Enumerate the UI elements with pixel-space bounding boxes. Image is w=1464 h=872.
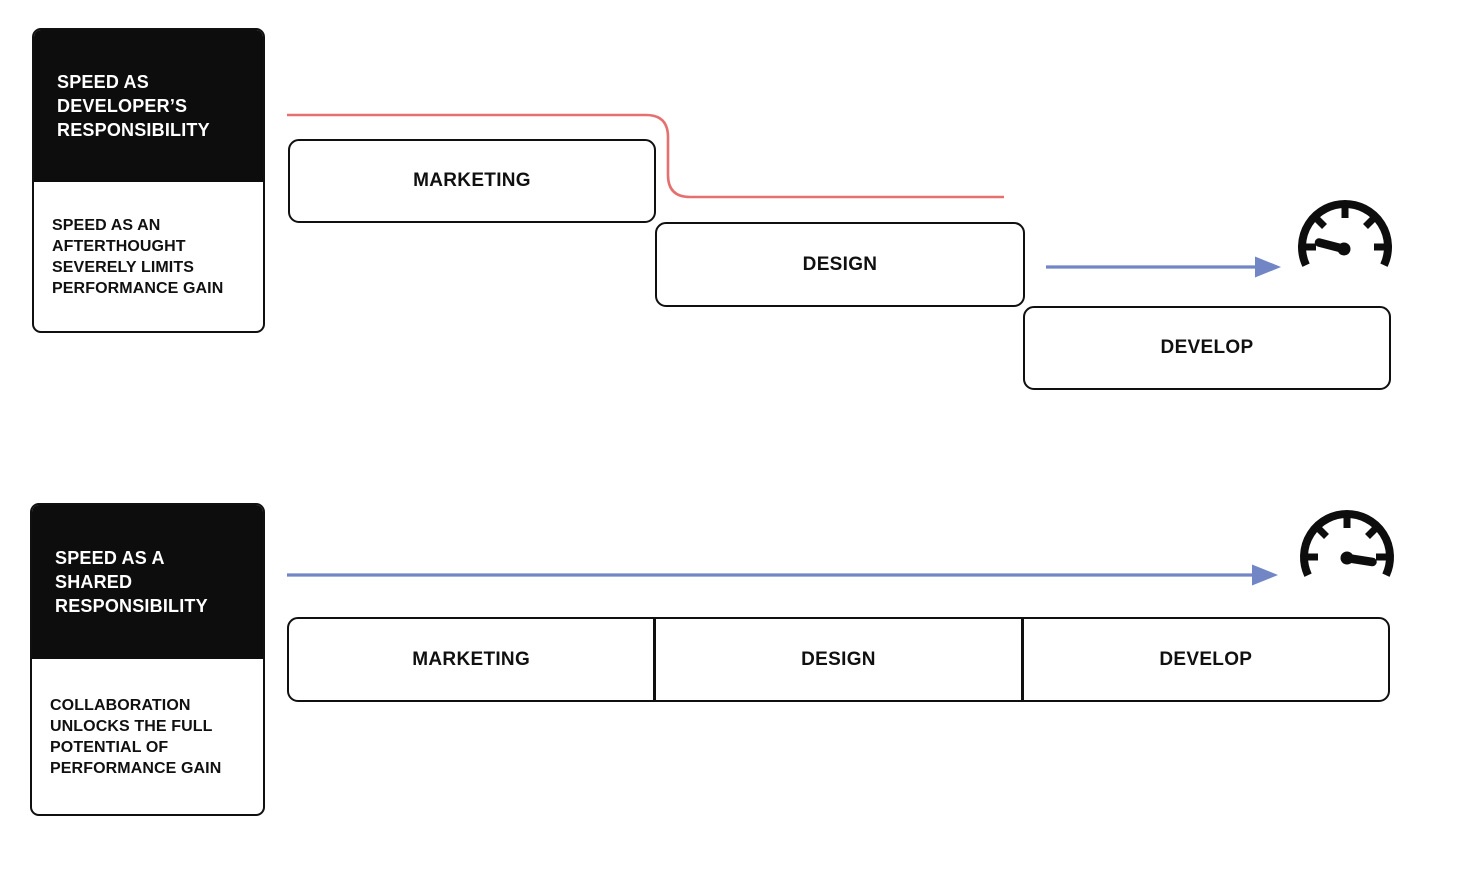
stage-box-develop-top: DEVELOP	[1023, 306, 1391, 390]
speedometer-low-icon	[1298, 200, 1392, 267]
stage-cell-marketing-bottom: MARKETING	[289, 619, 653, 700]
stage-cell-design-bottom: DESIGN	[653, 619, 1020, 700]
bottom-arrow-head-icon	[1252, 564, 1278, 586]
top-responsibility-card: SPEED AS DEVELOPER’S RESPONSIBILITY SPEE…	[32, 28, 265, 333]
bottom-card-subtitle: COLLABORATION UNLOCKS THE FULL POTENTIAL…	[50, 696, 222, 777]
top-card-subtitle: SPEED AS AN AFTERTHOUGHT SEVERELY LIMITS…	[52, 216, 224, 297]
bottom-right-arrow	[287, 564, 1278, 586]
stage-label: DESIGN	[802, 253, 878, 275]
stage-label: DEVELOP	[1160, 337, 1254, 358]
gauge-ticks	[1302, 204, 1388, 251]
stage-label: MARKETING	[413, 170, 531, 191]
gauge-pivot	[1337, 242, 1351, 256]
gauge-pivot	[1340, 551, 1354, 565]
top-right-arrow	[1046, 256, 1281, 278]
top-arrow-head-icon	[1255, 256, 1281, 278]
bottom-card-title: SPEED AS A SHARED RESPONSIBILITY	[32, 505, 263, 659]
gauge-ticks	[1304, 514, 1390, 561]
stage-cell-develop-bottom: DEVELOP	[1020, 619, 1388, 700]
stage-label: DEVELOP	[1159, 648, 1253, 670]
shared-stage-row: MARKETING DESIGN DEVELOP	[287, 617, 1390, 702]
speedometer-high-icon	[1300, 510, 1394, 577]
stage-label: MARKETING	[412, 648, 531, 670]
stage-box-design-top: DESIGN	[655, 222, 1025, 307]
stage-box-marketing-top: MARKETING	[288, 139, 656, 223]
bottom-responsibility-card: SPEED AS A SHARED RESPONSIBILITY COLLABO…	[30, 503, 265, 816]
top-card-title: SPEED AS DEVELOPER’S RESPONSIBILITY	[34, 30, 263, 182]
stage-label: DESIGN	[801, 648, 876, 670]
